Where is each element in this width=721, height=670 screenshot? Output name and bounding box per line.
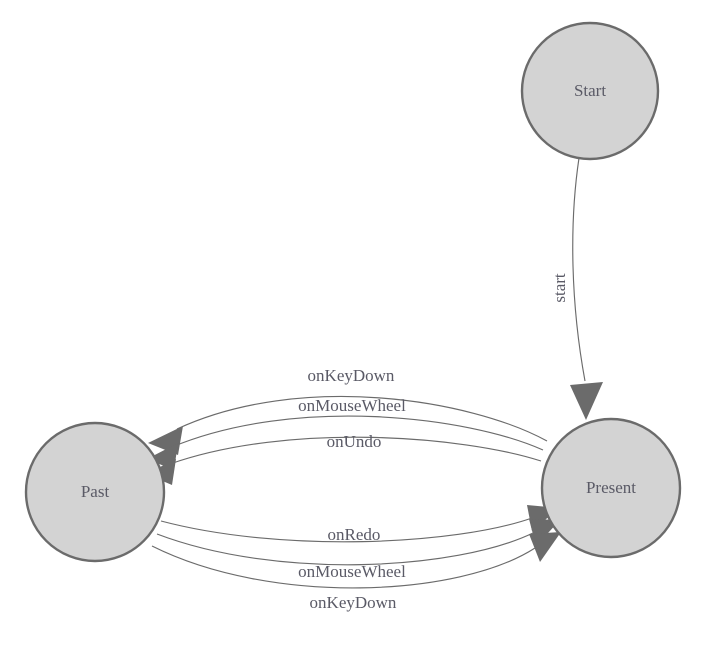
edge-start-to-present[interactable]: start: [550, 157, 603, 420]
edge-path-wheel-up: [171, 415, 544, 451]
node-past-circle: [24, 421, 166, 563]
edge-path-undo: [169, 436, 542, 465]
edge-present-to-past-undo[interactable]: onUndo: [146, 432, 542, 485]
edge-label-wheel-up: onMouseWheel: [298, 396, 406, 415]
edge-label-wheel-down: onMouseWheel: [298, 562, 406, 581]
node-start[interactable]: Start: [520, 21, 660, 161]
arrowhead-present-lower-3: [529, 532, 561, 562]
edge-label-keydown-up: onKeyDown: [308, 366, 395, 385]
edge-past-to-present-redo[interactable]: onRedo: [160, 505, 559, 544]
node-past[interactable]: Past: [24, 421, 166, 563]
edge-path-wheel-down: [156, 532, 534, 566]
node-present[interactable]: Present: [540, 417, 682, 559]
edge-label-redo: onRedo: [328, 525, 381, 544]
edge-label-undo: onUndo: [327, 432, 382, 451]
edge-label-keydown-down: onKeyDown: [310, 593, 397, 612]
edge-path-start: [572, 157, 586, 382]
node-start-label: Start: [574, 81, 606, 100]
edge-path-redo: [160, 517, 533, 543]
node-past-label: Past: [81, 482, 110, 501]
edge-path-keydown-up: [176, 395, 548, 442]
node-start-circle: [520, 21, 660, 161]
edge-path-keydown-down: [151, 545, 536, 589]
edge-label-start: start: [550, 273, 569, 303]
node-present-circle: [540, 417, 682, 559]
edge-past-to-present-keydown[interactable]: onKeyDown: [151, 532, 561, 612]
node-present-label: Present: [586, 478, 636, 497]
arrowhead-present-top: [570, 382, 603, 420]
